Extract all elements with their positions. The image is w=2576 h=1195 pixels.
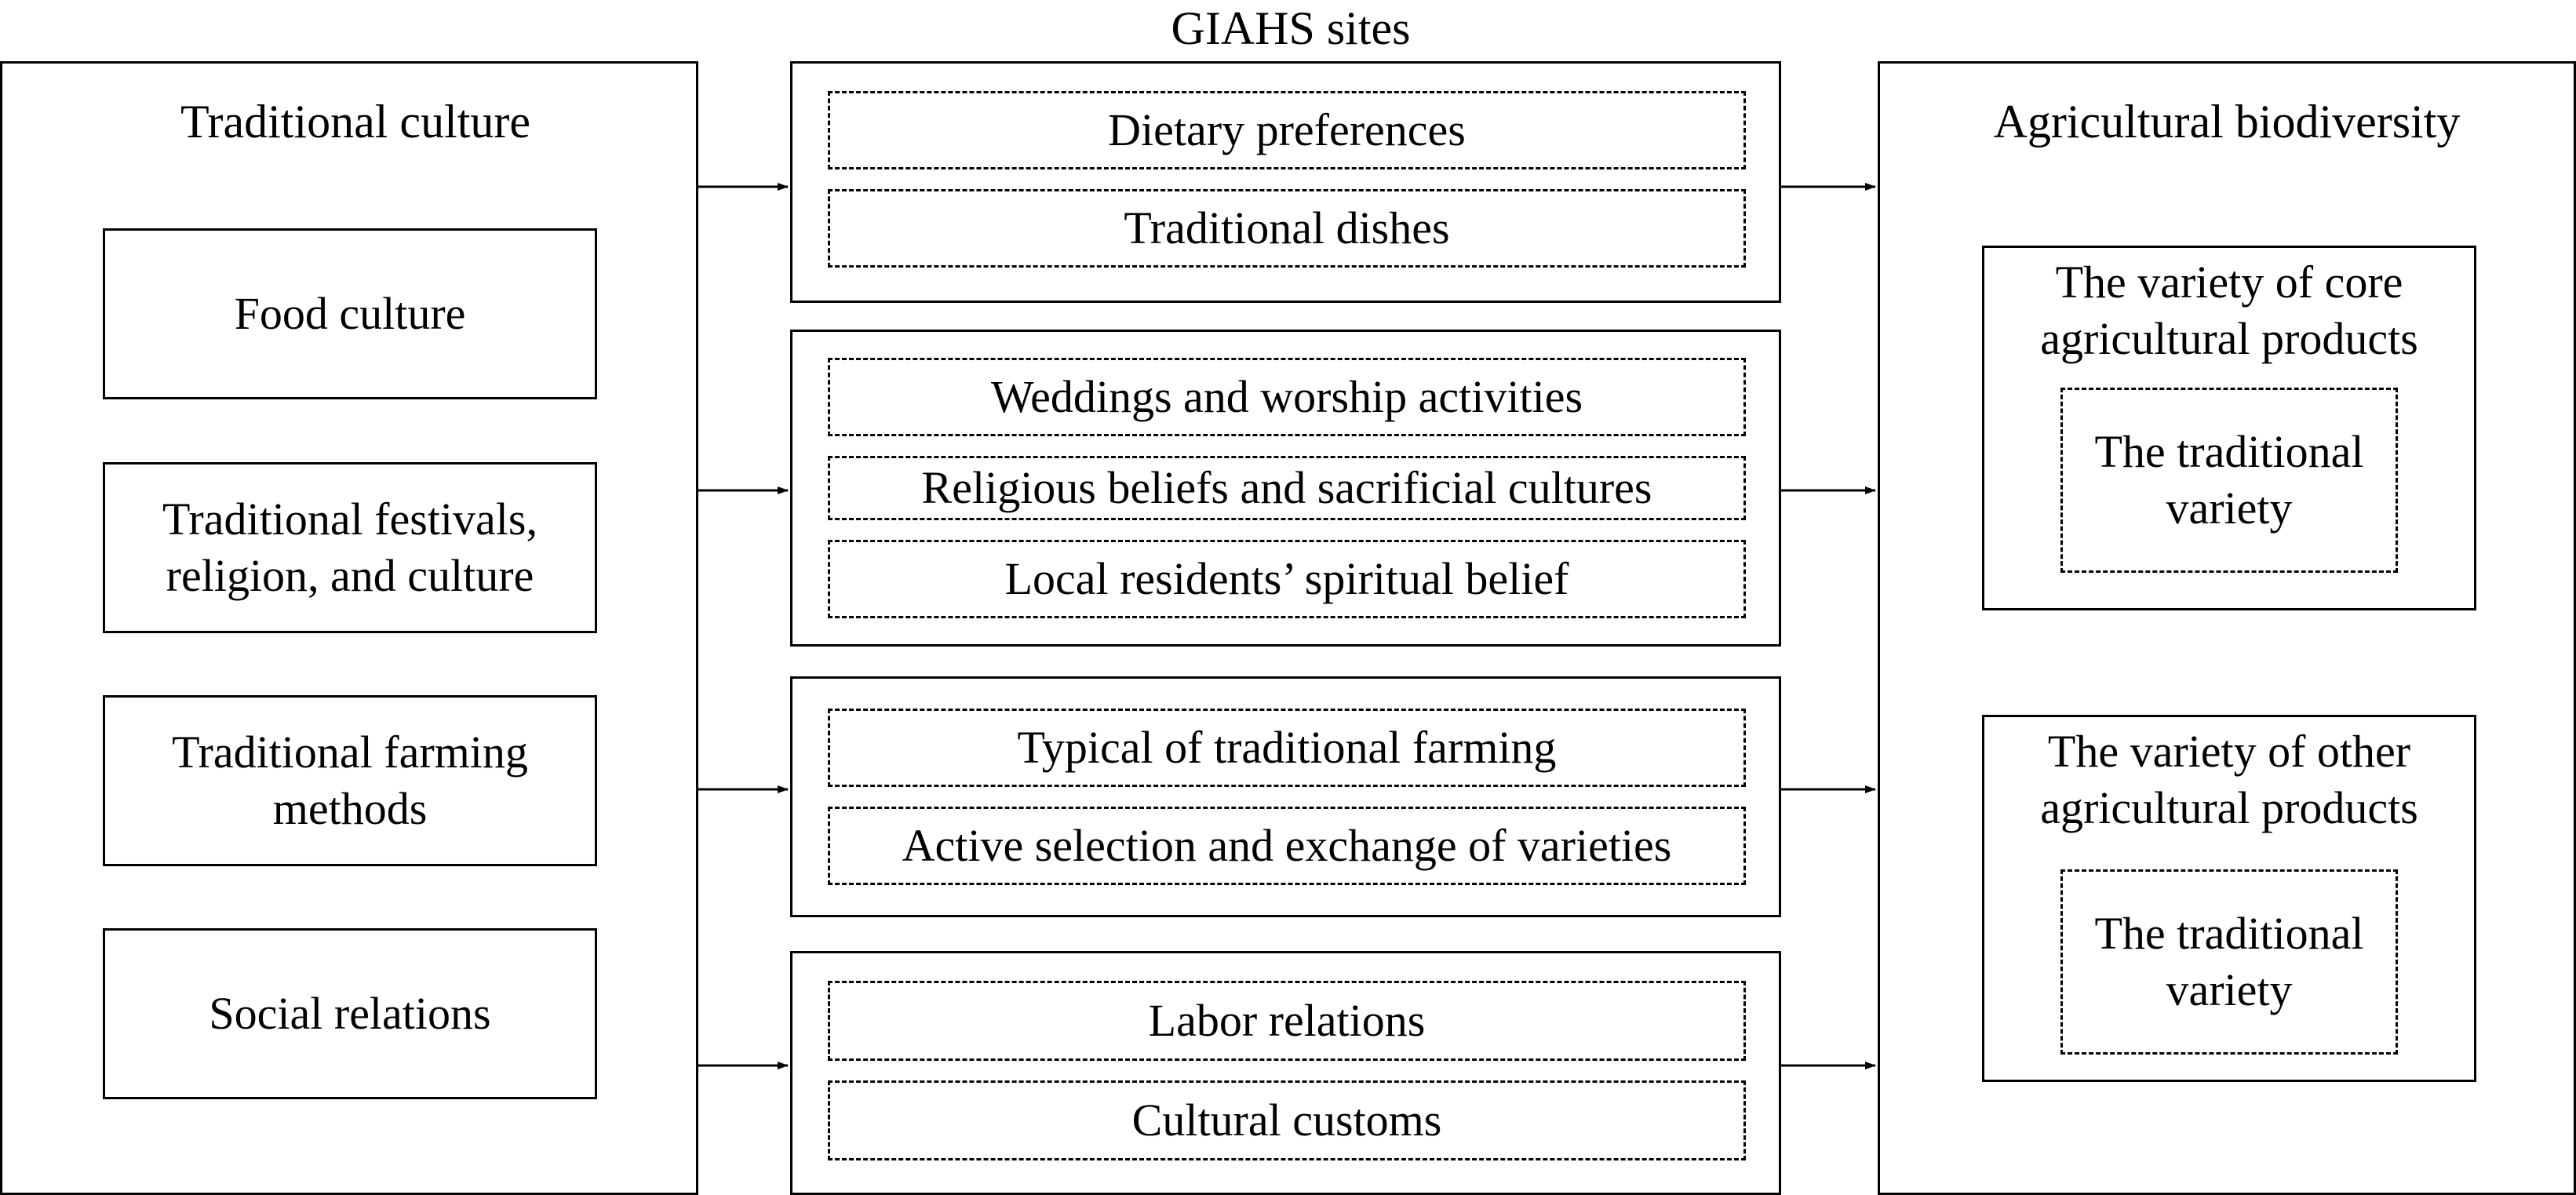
weddings-worship-item: Weddings and worship activities — [828, 358, 1746, 436]
core-traditional-variety-item: The traditional variety — [2060, 388, 2398, 573]
traditional-farming-methods-box: Traditional farming methods — [103, 695, 597, 866]
religious-beliefs-item: Religious beliefs and sacrificial cultur… — [828, 456, 1746, 520]
other-products-box: The variety of other agricultural produc… — [1982, 715, 2476, 1082]
traditional-dishes-label: Traditional dishes — [1124, 202, 1450, 253]
food-culture-box: Food culture — [103, 228, 597, 399]
food-culture-label: Food culture — [234, 288, 466, 339]
traditional-culture-title: Traditional culture — [180, 96, 531, 148]
religious-beliefs-label: Religious beliefs and sacrificial cultur… — [921, 462, 1652, 513]
other-traditional-variety-item: The traditional variety — [2060, 869, 2398, 1055]
spiritual-belief-item: Local residents’ spiritual belief — [828, 540, 1746, 618]
labor-group: Labor relations Cultural customs — [790, 951, 1781, 1195]
core-products-box: The variety of core agricultural product… — [1982, 246, 2476, 610]
traditional-dishes-item: Traditional dishes — [828, 189, 1746, 268]
agricultural-biodiversity-title: Agricultural biodiversity — [1993, 96, 2461, 148]
social-relations-label: Social relations — [209, 988, 491, 1039]
active-selection-label: Active selection and exchange of varieti… — [902, 820, 1672, 871]
beliefs-group: Weddings and worship activities Religiou… — [790, 330, 1781, 647]
weddings-worship-label: Weddings and worship activities — [990, 371, 1583, 422]
traditional-festivals-label: Traditional festivals, religion, and cul… — [162, 494, 537, 601]
spiritual-belief-label: Local residents’ spiritual belief — [1004, 553, 1569, 604]
dietary-group: Dietary preferences Traditional dishes — [790, 61, 1781, 303]
other-traditional-variety-label: The traditional variety — [2094, 908, 2364, 1015]
typical-traditional-farming-item: Typical of traditional farming — [828, 709, 1746, 787]
social-relations-box: Social relations — [103, 928, 597, 1099]
cultural-customs-item: Cultural customs — [828, 1080, 1746, 1160]
core-products-title: The variety of core agricultural product… — [2040, 257, 2418, 364]
other-products-title: The variety of other agricultural produc… — [2040, 726, 2418, 833]
agricultural-biodiversity-panel: Agricultural biodiversity The variety of… — [1878, 61, 2576, 1195]
labor-relations-label: Labor relations — [1148, 995, 1426, 1046]
cultural-customs-label: Cultural customs — [1131, 1095, 1442, 1146]
active-selection-item: Active selection and exchange of varieti… — [828, 807, 1746, 885]
dietary-preferences-item: Dietary preferences — [828, 91, 1746, 169]
traditional-farming-methods-label: Traditional farming methods — [172, 727, 528, 834]
farming-group: Typical of traditional farming Active se… — [790, 676, 1781, 917]
labor-relations-item: Labor relations — [828, 981, 1746, 1061]
traditional-culture-panel: Traditional culture Food culture Traditi… — [0, 61, 698, 1195]
giahs-sites-title: GIAHS sites — [1171, 2, 1411, 54]
traditional-festivals-box: Traditional festivals, religion, and cul… — [103, 462, 597, 633]
core-traditional-variety-label: The traditional variety — [2094, 426, 2364, 534]
dietary-preferences-label: Dietary preferences — [1108, 104, 1466, 155]
typical-traditional-farming-label: Typical of traditional farming — [1017, 722, 1557, 773]
